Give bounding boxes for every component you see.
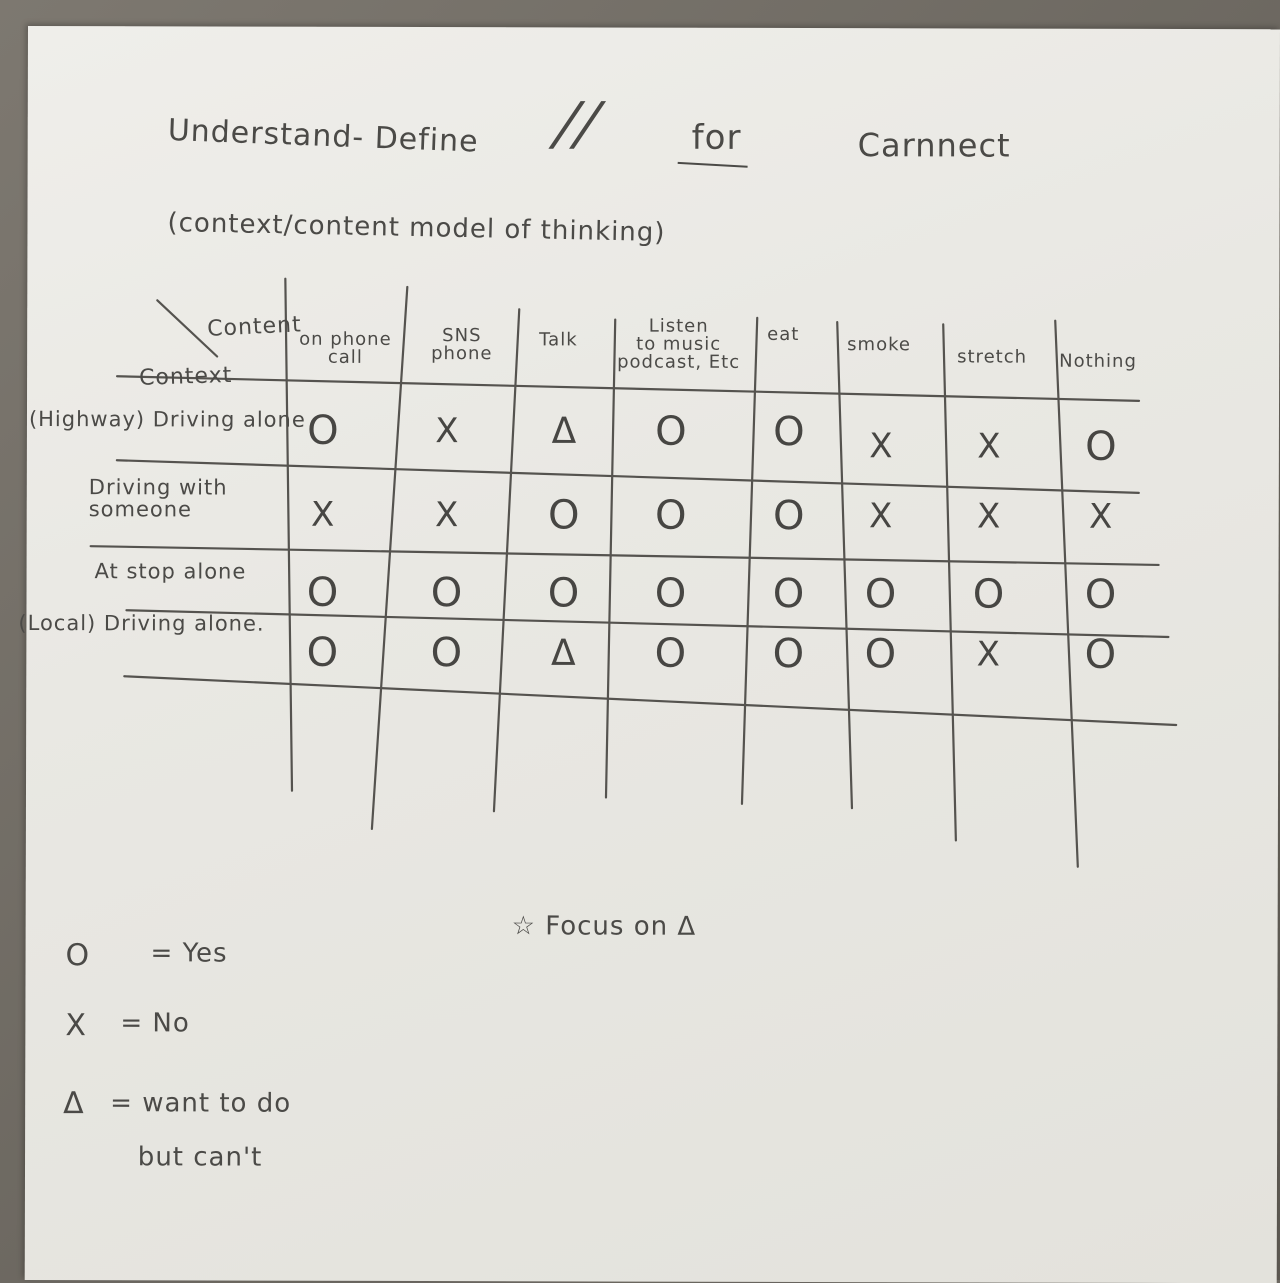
column-divider-line <box>1054 319 1079 868</box>
cell-mark: O <box>1085 423 1117 470</box>
title-for: for <box>691 117 742 158</box>
title-carnnect: Carnnect <box>857 126 1011 165</box>
cell-mark: O <box>654 492 687 539</box>
legend-meaning-no: = No <box>120 1008 190 1039</box>
column-header: Listen to music podcast, Etc <box>617 315 741 373</box>
column-header: Talk <box>539 329 578 351</box>
legend-symbol-no: X <box>65 1008 87 1044</box>
legend-meaning-want: = want to do but can't <box>109 1088 292 1173</box>
column-divider-line <box>740 316 759 805</box>
column-divider-line <box>492 308 521 813</box>
legend-symbol-yes: O <box>65 938 91 974</box>
corner-label-content: Content <box>206 312 303 342</box>
focus-note: ☆ Focus on Δ <box>511 911 697 942</box>
cell-mark: X <box>869 496 893 537</box>
cell-mark: O <box>773 408 805 456</box>
corner-diagonal-line <box>156 299 219 358</box>
row-divider-line <box>89 545 1160 567</box>
cell-mark: O <box>864 571 897 618</box>
column-divider-line <box>942 323 957 842</box>
cell-mark: O <box>654 630 687 677</box>
cell-mark: O <box>654 570 687 617</box>
row-header: (Local) Driving alone. <box>18 610 265 636</box>
cell-mark: O <box>307 407 339 454</box>
cell-mark: Δ <box>551 410 577 452</box>
cell-mark: O <box>547 570 580 617</box>
corner-label-context: Context <box>138 362 233 391</box>
row-header: At stop alone <box>94 559 247 584</box>
cell-mark: X <box>977 426 1001 467</box>
column-header: stretch <box>957 346 1028 368</box>
cell-mark: O <box>972 571 1005 618</box>
cell-mark: O <box>1084 571 1117 618</box>
cell-mark: X <box>435 495 459 536</box>
cell-mark: O <box>655 408 687 455</box>
column-header: eat <box>767 323 800 346</box>
row-divider-line <box>123 675 1178 727</box>
cell-mark: O <box>430 570 463 617</box>
cell-mark: O <box>864 631 897 678</box>
paper-sheet: Understand- Define // for Carnnect (cont… <box>18 26 1280 1283</box>
cell-mark: X <box>976 634 1001 675</box>
cell-mark: X <box>869 426 893 467</box>
legend-symbol-want: Δ <box>63 1086 85 1122</box>
cell-mark: X <box>977 496 1001 537</box>
cell-mark: O <box>306 569 339 616</box>
legend-meaning-yes: = Yes <box>150 938 228 969</box>
column-header: SNS phone <box>431 325 493 365</box>
cell-mark: X <box>435 411 459 452</box>
cell-mark: O <box>430 630 463 677</box>
column-header: Nothing <box>1059 350 1137 372</box>
column-divider-line <box>604 318 617 799</box>
cell-mark: Δ <box>550 632 576 674</box>
cell-mark: O <box>547 492 580 539</box>
row-divider-line <box>125 609 1170 639</box>
column-header: on phone call <box>299 328 392 368</box>
column-divider-line <box>284 277 294 792</box>
row-header: (Highway) Driving alone <box>28 407 306 432</box>
cell-mark: X <box>1089 496 1113 537</box>
header-divider-line <box>115 375 1141 403</box>
cell-mark: O <box>772 570 805 618</box>
column-header: smoke <box>847 334 911 356</box>
table-grid <box>89 277 1178 868</box>
cell-mark: O <box>1084 631 1117 678</box>
cell-mark: X <box>311 494 335 535</box>
column-divider-line <box>836 321 854 810</box>
row-header: Driving with someone <box>88 475 228 522</box>
cell-mark: O <box>306 629 339 676</box>
column-divider-line <box>370 285 409 831</box>
cell-mark: O <box>772 492 805 540</box>
cell-mark: O <box>772 630 805 678</box>
